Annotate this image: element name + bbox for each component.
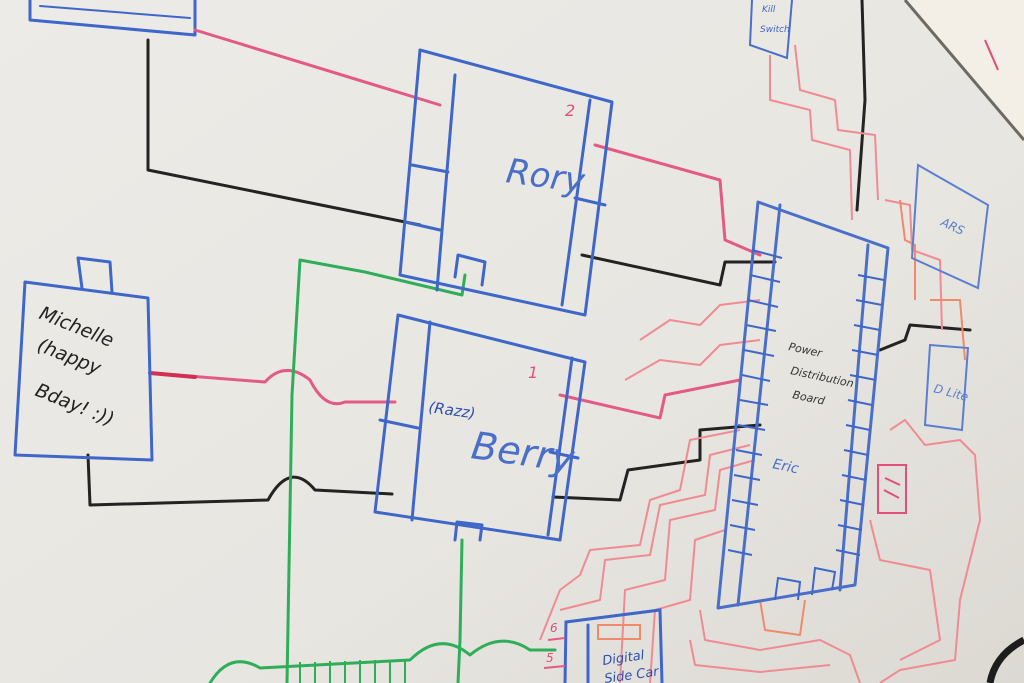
berry-module xyxy=(373,313,587,542)
digital-label-1: Digital xyxy=(601,648,645,669)
pink-wire-mesh xyxy=(539,44,981,683)
red-wires xyxy=(148,28,762,420)
kill-switch-label-1: Kill xyxy=(762,5,776,15)
green-wires xyxy=(208,258,557,683)
pdb-bottom-ports xyxy=(774,566,837,601)
right-mid-box xyxy=(923,343,970,432)
pdb-terminals-left xyxy=(727,249,783,556)
rory-module xyxy=(398,48,614,317)
top-left-box xyxy=(28,0,197,37)
board-frame-edge xyxy=(903,0,1024,141)
michelle-module xyxy=(13,256,154,462)
berry-number: 1 xyxy=(528,363,538,382)
orange-wires xyxy=(759,199,966,636)
pdb-sub-label: Eric xyxy=(771,456,800,477)
kill-switch-label-2: Switch xyxy=(760,25,790,35)
kill-switch-box xyxy=(748,0,793,60)
power-distribution-board xyxy=(716,200,890,610)
green-ticks xyxy=(299,660,406,683)
right-top-box xyxy=(910,163,990,290)
digital-side-car-box xyxy=(563,608,664,683)
digital-red-connectors xyxy=(543,637,566,669)
left-number-6: 6 xyxy=(550,621,558,635)
red-wire-arrow-end xyxy=(148,371,197,379)
black-wires xyxy=(86,0,972,507)
left-number-5: 5 xyxy=(546,651,554,665)
red-component-box xyxy=(877,464,907,514)
pdb-terminals-right xyxy=(835,274,885,556)
rory-number: 2 xyxy=(565,101,575,120)
power-cable xyxy=(986,636,1024,683)
wall-mark xyxy=(984,39,999,71)
